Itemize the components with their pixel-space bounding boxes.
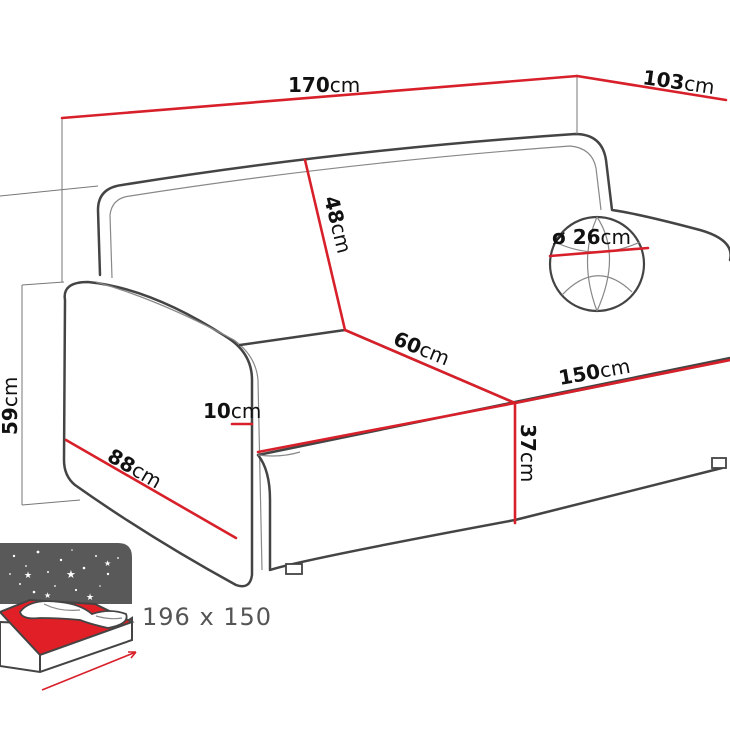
sofa-front-seam — [257, 451, 301, 457]
seat-cushion — [238, 328, 730, 405]
armrest-label: 10cm — [203, 399, 261, 423]
pillow-icon — [19, 600, 128, 629]
guide-lines — [0, 76, 578, 506]
pillow-line — [548, 246, 650, 258]
seat-width-line — [513, 358, 730, 405]
stars-icon: ★ ★ ★ ★ ★ — [9, 549, 119, 603]
sleeping-area-label: 196 x 150 — [142, 603, 272, 631]
depth-label: 103cm — [641, 65, 716, 99]
sofa-foot — [711, 457, 727, 469]
width-line — [60, 74, 579, 120]
seat-height-label: 37cm — [516, 424, 540, 482]
night-sky — [0, 543, 132, 604]
depth-line — [575, 74, 728, 102]
dimension-labels: 170cm 103cm 48cm ø 26cm 60cm 150cm 10cm … — [0, 65, 716, 493]
bed-width-arrow — [41, 651, 137, 691]
width-label: 170cm — [288, 73, 360, 97]
arm-depth-label: 88cm — [104, 444, 167, 494]
svg-text:★: ★ — [66, 568, 76, 581]
sofa-bed-icon: ★ ★ ★ ★ ★ — [0, 543, 137, 691]
back-height-line — [303, 158, 347, 332]
svg-text:★: ★ — [44, 591, 51, 600]
left-armrest — [62, 280, 254, 588]
seat-depth-line — [343, 328, 517, 405]
sofa-front — [256, 356, 730, 572]
svg-text:★: ★ — [86, 593, 94, 603]
sofa-back — [96, 132, 730, 277]
measurement-lines — [60, 74, 730, 540]
svg-text:★: ★ — [24, 571, 32, 581]
left-armrest-piping — [95, 281, 263, 571]
pillow-label: ø 26cm — [552, 225, 631, 249]
sofa-drawing — [62, 132, 730, 588]
total-height-label: 59cm — [0, 377, 22, 435]
sofa-pillow-icon — [548, 215, 646, 313]
arm-depth-line — [64, 438, 238, 540]
seat-width-label: 150cm — [557, 354, 632, 390]
svg-text:★: ★ — [104, 559, 111, 568]
sofa-back-inner — [109, 145, 602, 279]
seat-front-line — [256, 401, 517, 454]
sofa-foot — [285, 563, 303, 575]
